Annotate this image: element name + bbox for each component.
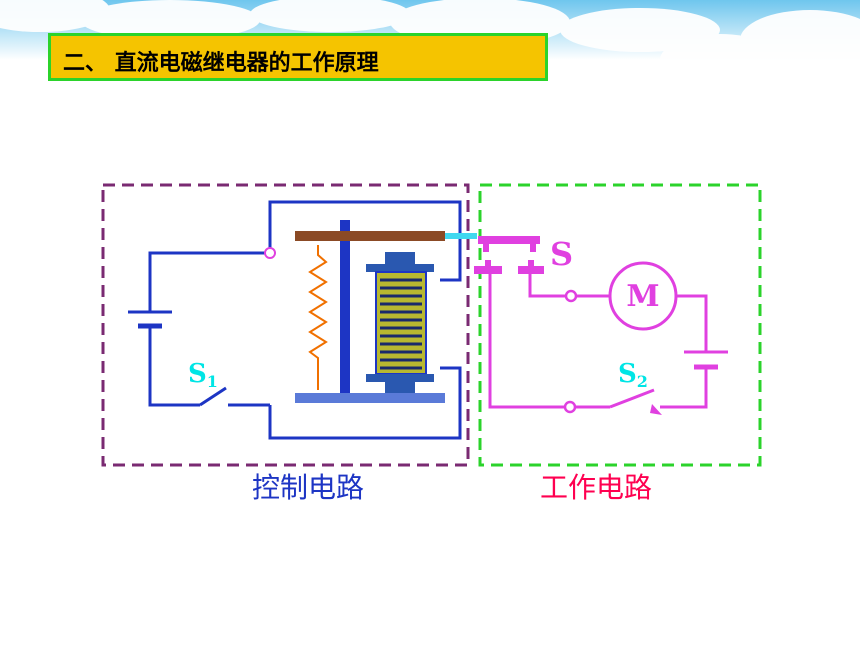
working-terminal-bottom bbox=[563, 400, 577, 414]
s2-switch-blade bbox=[609, 388, 655, 409]
s1-label-subscript: 1 bbox=[207, 372, 218, 391]
page-title: 二、 直流电磁继电器的工作原理 bbox=[63, 51, 379, 76]
s1-label: S1 bbox=[188, 359, 218, 391]
working-battery bbox=[684, 350, 728, 370]
armature bbox=[295, 231, 445, 241]
working-circuit-wires bbox=[488, 274, 708, 409]
control-circuit-label: 控制电路 bbox=[252, 471, 365, 504]
s1-label-letter: S bbox=[188, 359, 207, 389]
relay-support-post bbox=[340, 220, 350, 393]
spring bbox=[308, 245, 328, 390]
control-circuit-box bbox=[101, 183, 470, 467]
motor bbox=[608, 261, 678, 331]
s2-label: S2 bbox=[618, 359, 648, 391]
electromagnet bbox=[366, 252, 434, 393]
s1-switch-blade bbox=[199, 386, 227, 407]
relay-base bbox=[295, 393, 445, 403]
control-circuit-wires bbox=[148, 200, 462, 440]
working-terminal-top bbox=[564, 289, 578, 303]
s2-label-letter: S bbox=[618, 359, 637, 389]
working-circuit-label: 工作电路 bbox=[540, 471, 653, 504]
working-circuit-box bbox=[478, 183, 762, 467]
control-terminal bbox=[264, 247, 276, 259]
armature-link bbox=[445, 233, 477, 239]
title-banner: 二、 直流电磁继电器的工作原理 bbox=[48, 33, 548, 81]
s2-label-subscript: 2 bbox=[637, 372, 648, 391]
sky-cloud-background bbox=[0, 0, 860, 103]
s2-switch-arrow bbox=[650, 404, 662, 415]
contact-s-label: S bbox=[550, 235, 573, 273]
motor-label: M bbox=[626, 279, 659, 314]
control-battery bbox=[128, 310, 172, 329]
contact-s bbox=[474, 236, 544, 274]
